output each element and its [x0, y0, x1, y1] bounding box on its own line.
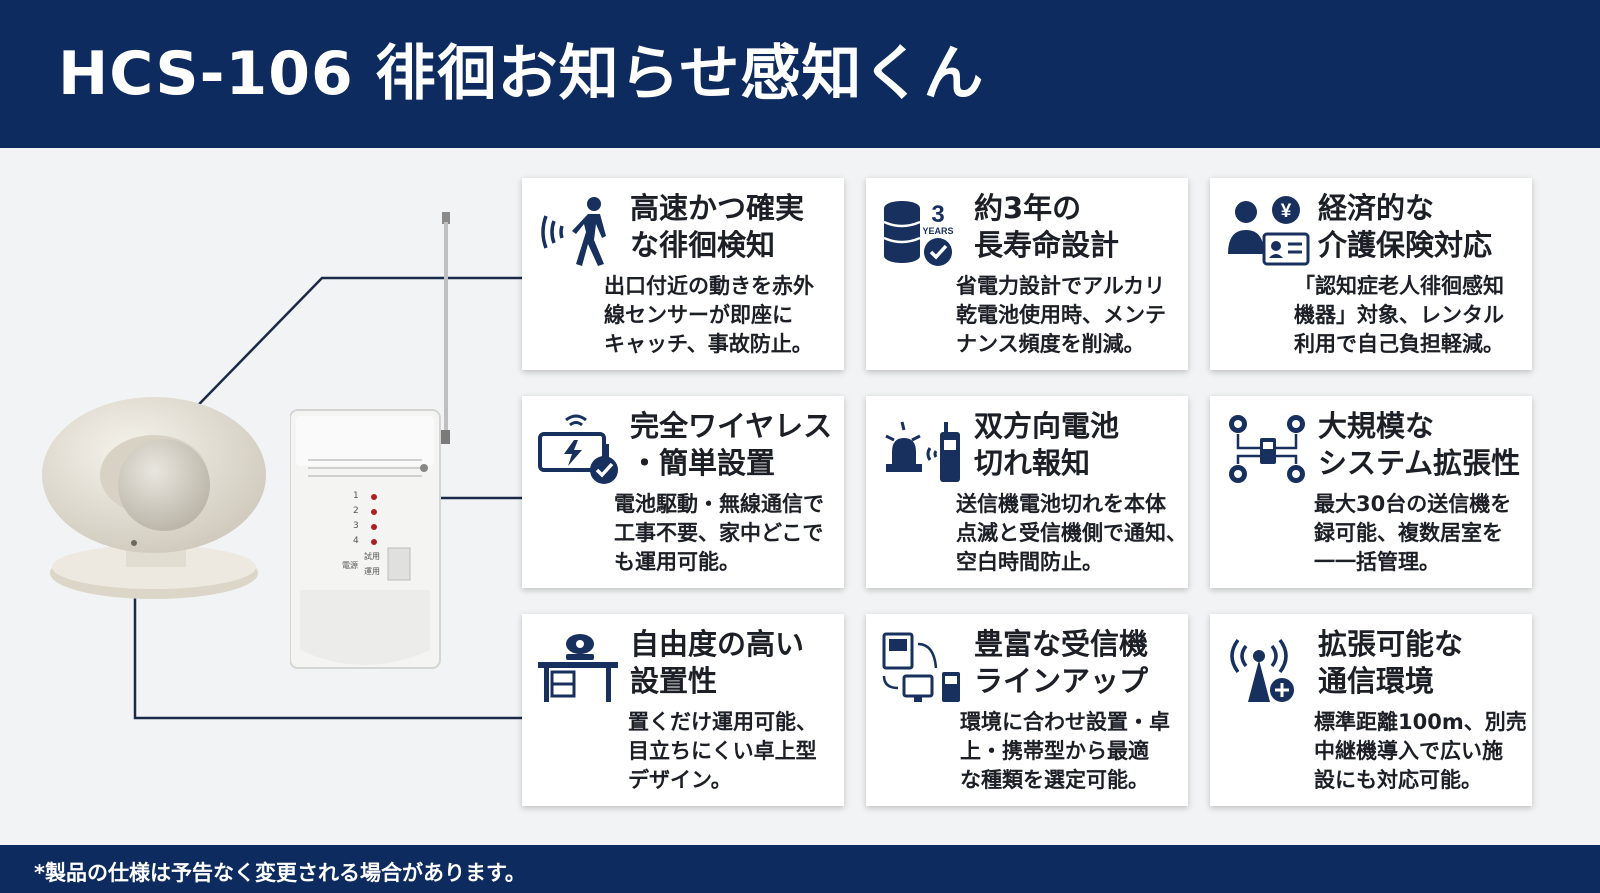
card-body-line: ナンス頻度を削減。 [956, 332, 1145, 356]
footer-banner: *製品の仕様は予告なく変更される場合があります。 [0, 845, 1600, 893]
transmitter-device: 1 2 3 4 試用 運用 電源 [289, 210, 450, 678]
card-body-line: 上・携帯型から最適 [960, 739, 1149, 763]
feature-card-insurance: ¥ 経済的な 介護保険対応 「認知症老人徘徊感知 機器」対象、レンタル 利用で自… [1210, 178, 1532, 370]
card-title-line: 双方向電池 [974, 409, 1120, 443]
card-body-line: 電池駆動・無線通信で [614, 492, 824, 516]
card-title-line: 介護保険対応 [1318, 228, 1493, 262]
feature-card-wireless: 完全ワイヤレス ・簡単設置 電池駆動・無線通信で 工事不要、家中どこで も運用可… [522, 396, 844, 588]
wireless-battery-check-icon [538, 414, 618, 484]
disclaimer-note: *製品の仕様は予告なく変更される場合があります。 [34, 861, 526, 885]
card-body-line: 一一括管理。 [1314, 550, 1440, 574]
card-body-line: 最大30台の送信機を [1314, 492, 1512, 516]
caregiver-yen-card-icon: ¥ [1228, 196, 1310, 266]
page-title: HCS-106 徘徊お知らせ感知くん [58, 39, 985, 109]
card-body-line: 標準距離100m、別売 [1314, 710, 1527, 734]
switch-label-power: 電源 [342, 561, 358, 570]
card-body-line: キャッチ、事故防止。 [604, 332, 813, 356]
feature-card-network: 拡張可能な 通信環境 標準距離100m、別売 中継機導入で広い施 設にも対応可能… [1210, 614, 1532, 806]
card-body-line: 「認知症老人徘徊感知 [1294, 274, 1504, 298]
card-body-line: な種類を選定可能。 [960, 768, 1149, 792]
motion-sensor-image [42, 397, 266, 599]
desk-sensor-icon [538, 634, 618, 702]
icon-years-label: YEARS [922, 226, 953, 236]
feature-card-fast-detection: 高速かつ確実 な徘徊検知 出口付近の動きを赤外 線センサーが即座に キャッチ、事… [522, 178, 844, 370]
header-banner: HCS-106 徘徊お知らせ感知くん [0, 0, 1600, 148]
card-title-line: 大規模な [1318, 409, 1435, 443]
feature-card-scalability: 大規模な システム拡張性 最大30台の送信機を 録可能、複数居室を 一一括管理。 [1210, 396, 1532, 588]
card-body-line: 出口付近の動きを赤外 [604, 274, 814, 298]
card-body-line: も運用可能。 [614, 550, 740, 574]
card-body-line: 送信機電池切れを本体 [956, 492, 1166, 516]
icon-years-number: 3 [931, 201, 944, 228]
antenna-expand-icon [1230, 638, 1296, 704]
switch-label-operate: 運用 [364, 567, 380, 576]
card-title-line: 切れ報知 [974, 446, 1091, 480]
card-title-line: な徘徊検知 [630, 228, 776, 262]
walking-person-sensor-icon [541, 197, 606, 266]
card-title-line: 豊富な受信機 [974, 627, 1149, 661]
led-number-4: 4 [353, 536, 359, 546]
card-body-line: 空白時間防止。 [956, 550, 1103, 574]
card-body-line: 録可能、複数居室を [1314, 521, 1503, 545]
alarm-transmitter-icon [885, 421, 960, 482]
card-body-line: 工事不要、家中どこで [614, 521, 824, 545]
card-body-line: 乾電池使用時、メンテ [956, 303, 1166, 327]
card-body-line: 点滅と受信機側で通知、 [956, 521, 1187, 545]
card-title-line: 拡張可能な [1318, 627, 1464, 661]
card-title-line: 経済的な [1318, 191, 1435, 225]
card-title-line: 高速かつ確実 [630, 191, 805, 225]
card-title-line: ・簡単設置 [630, 446, 776, 480]
card-title-line: 自由度の高い [630, 627, 805, 661]
feature-card-receivers: 豊富な受信機 ラインアップ 環境に合わせ設置・卓 上・携帯型から最適 な種類を選… [866, 614, 1188, 806]
card-body-line: 線センサーが即座に [604, 303, 793, 327]
feature-card-placement: 自由度の高い 設置性 置くだけ運用可能、 目立ちにくい卓上型 デザイン。 [522, 614, 844, 806]
card-title-line: 通信環境 [1318, 664, 1435, 698]
feature-card-battery-alert: 双方向電池 切れ報知 送信機電池切れを本体 点滅と受信機側で通知、 空白時間防止… [866, 396, 1188, 588]
card-body-line: 省電力設計でアルカリ [956, 274, 1166, 298]
card-body-line: 置くだけ運用可能、 [628, 710, 817, 734]
card-body-line: 利用で自己負担軽減。 [1294, 332, 1504, 356]
card-title-line: 完全ワイヤレス [630, 409, 833, 443]
card-title-line: 設置性 [630, 664, 718, 698]
card-body-line: 中継機導入で広い施 [1314, 739, 1503, 763]
card-title-line: ラインアップ [974, 664, 1149, 698]
card-title-line: 長寿命設計 [974, 228, 1120, 262]
battery-3-years-icon: 3 YEARS [883, 201, 954, 266]
feature-card-long-life: 3 YEARS 約3年の 長寿命設計 省電力設計でアルカリ 乾電池使用時、メンテ… [866, 178, 1188, 370]
card-body-line: デザイン。 [628, 768, 732, 792]
receiver-lineup-icon [882, 632, 960, 702]
led-number-3: 3 [353, 521, 359, 531]
transmitter-body [289, 212, 450, 669]
led-number-1: 1 [353, 491, 359, 501]
card-body-line: 設にも対応可能。 [1314, 768, 1482, 792]
icon-yen-symbol: ¥ [1281, 201, 1292, 222]
card-body-line: 環境に合わせ設置・卓 [960, 710, 1170, 734]
card-body-line: 目立ちにくい卓上型 [628, 739, 817, 763]
network-sensors-icon [1229, 415, 1305, 483]
led-number-2: 2 [353, 506, 359, 516]
card-body-line: 機器」対象、レンタル [1294, 303, 1504, 327]
switch-label-test: 試用 [364, 552, 380, 561]
card-title-line: 約3年の [974, 191, 1082, 225]
card-title-line: システム拡張性 [1318, 446, 1521, 480]
